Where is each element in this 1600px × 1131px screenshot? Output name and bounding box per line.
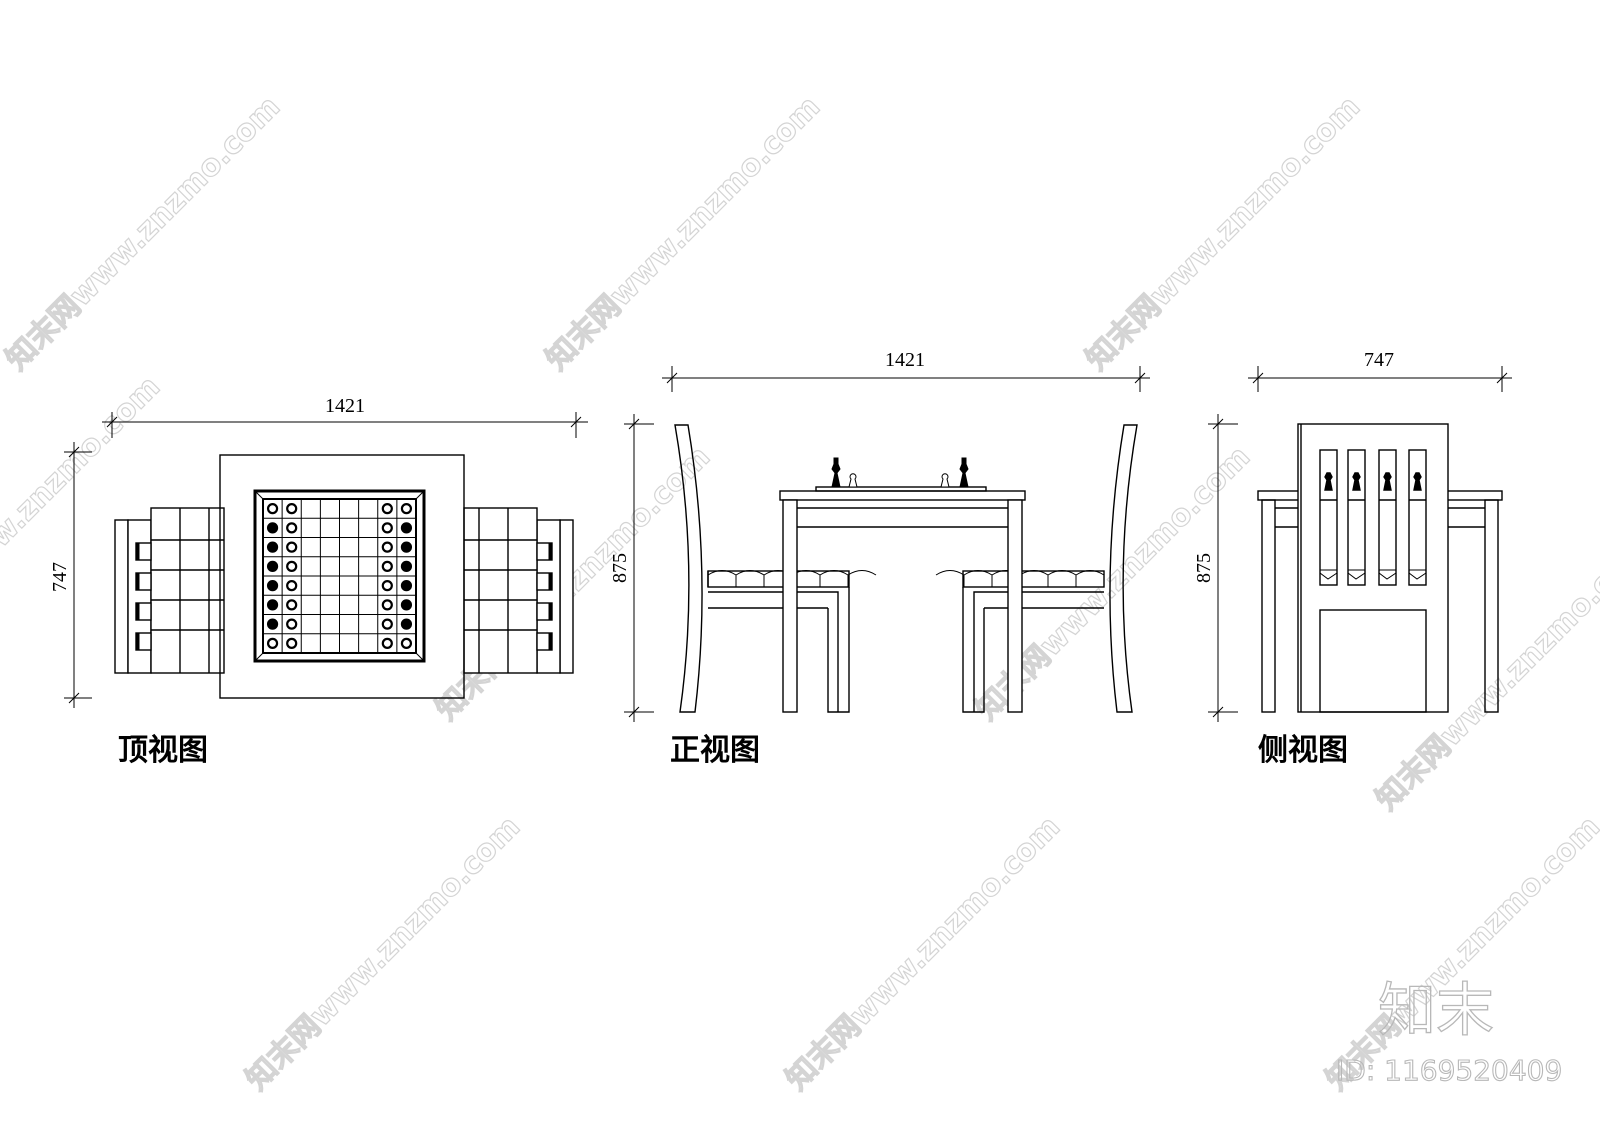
front-view-title: 正视图 [670,733,760,768]
chair-seat [463,507,538,674]
chess-piece-light-icon [266,503,279,515]
top-view: 1421 747 顶视图 [49,395,588,768]
front-table [779,486,1026,713]
chess-piece-light-icon [400,503,413,515]
chess-piece-light-icon [286,522,298,534]
frame-miter [415,652,425,662]
chess-piece-dark-icon [266,560,279,572]
chess-piece-icon [1324,472,1333,491]
chess-pieces-front [831,457,969,488]
chess-piece-light-icon [286,637,298,649]
back-slat-tab [536,602,553,621]
front-left-chair [674,424,877,713]
chess-piece-light-icon [286,599,298,611]
chess-piece-light-icon [381,560,393,572]
front-view-height-label: 875 [609,553,631,583]
chess-piece-icon [1352,472,1361,491]
chess-piece-light-icon [381,637,393,649]
chess-piece-dark-icon [266,618,279,630]
right-chair-plan [463,507,574,674]
back-slat-tab [536,542,553,561]
frame-miter [415,490,425,500]
slat-carving [1378,569,1397,580]
chess-piece-light-icon [381,541,393,553]
side-view-height-dimension [1208,414,1238,722]
chess-piece-light-icon [286,541,298,553]
side-view-width-label: 747 [1364,349,1394,371]
chess-piece-dark-icon [266,522,279,534]
slat-carving [1347,569,1366,580]
frame-miter [254,490,264,500]
back-slat-tab [135,542,152,561]
chess-board [253,489,426,663]
chess-piece-light-icon [381,618,393,630]
chair-seat [150,507,225,674]
back-slat-tab [135,572,152,591]
watermark-logo: 知末 [1378,976,1494,1044]
watermark-text: 知末网www.znzmo.com [539,89,827,377]
back-slat-tab [135,632,152,651]
watermark-id: ID: 1169520409 [1336,1054,1562,1087]
front-view-width-dimension [662,366,1150,392]
watermark-text: 知末网www.znzmo.com [239,809,527,1097]
chess-piece-light-icon [286,580,298,592]
chess-piece-icon [1383,472,1392,491]
chess-piece-light-icon [400,637,413,649]
back-slat [1408,449,1427,586]
chess-piece-dark-icon [266,541,279,553]
chair-back-rail [114,519,129,674]
chess-piece-light-icon [286,560,298,572]
front-view-width-label: 1421 [885,349,925,371]
frame-miter [254,652,264,662]
chess-piece-light-icon [381,522,393,534]
chess-piece-dark-icon [400,618,413,630]
top-view-width-dimension [102,412,588,438]
back-slat [1347,449,1366,586]
front-view-height-dimension [624,414,654,722]
chess-piece-dark-icon [400,541,413,553]
watermark-text: 知末网www.znzmo.com [779,809,1067,1097]
side-view-width-dimension [1248,366,1512,392]
top-view-depth-dimension [64,442,92,708]
chess-piece-icon [1413,472,1422,491]
king-piece-icon [831,457,841,488]
top-view-depth-label: 747 [49,562,71,592]
back-slat-tab [135,602,152,621]
side-chair-back [1297,423,1449,713]
chess-piece-light-icon [381,503,393,515]
back-slat [1319,449,1338,586]
pawn-piece-icon [848,473,858,488]
chess-piece-light-icon [381,580,393,592]
side-view-height-label: 875 [1193,553,1215,583]
pawn-piece-icon [940,473,950,488]
slat-carving [1319,569,1338,580]
chess-piece-dark-icon [400,522,413,534]
chess-piece-dark-icon [266,599,279,611]
side-view-title: 侧视图 [1258,733,1348,768]
front-view: 1421 875 [609,349,1150,768]
top-view-width-label: 1421 [325,395,365,417]
chess-piece-dark-icon [400,560,413,572]
chess-piece-light-icon [286,618,298,630]
top-view-title: 顶视图 [118,733,208,768]
watermark-text: 知末网www.znzmo.com [0,89,287,377]
chair-back-rail [559,519,574,674]
table-top-plan [219,454,465,699]
chess-piece-dark-icon [266,580,279,592]
king-piece-icon [959,457,969,488]
chess-piece-dark-icon [400,599,413,611]
back-slat [1378,449,1397,586]
back-slat-tab [536,632,553,651]
side-view: 747 875 侧视图 [1193,349,1512,768]
left-chair-plan [114,507,225,674]
chess-piece-light-icon [286,503,298,515]
back-slat-tab [536,572,553,591]
chess-piece-light-icon [381,599,393,611]
chess-piece-dark-icon [400,580,413,592]
chess-piece-light-icon [266,637,279,649]
watermark-text: 知末网www.znzmo.com [1079,89,1367,377]
slat-carving [1408,569,1427,580]
